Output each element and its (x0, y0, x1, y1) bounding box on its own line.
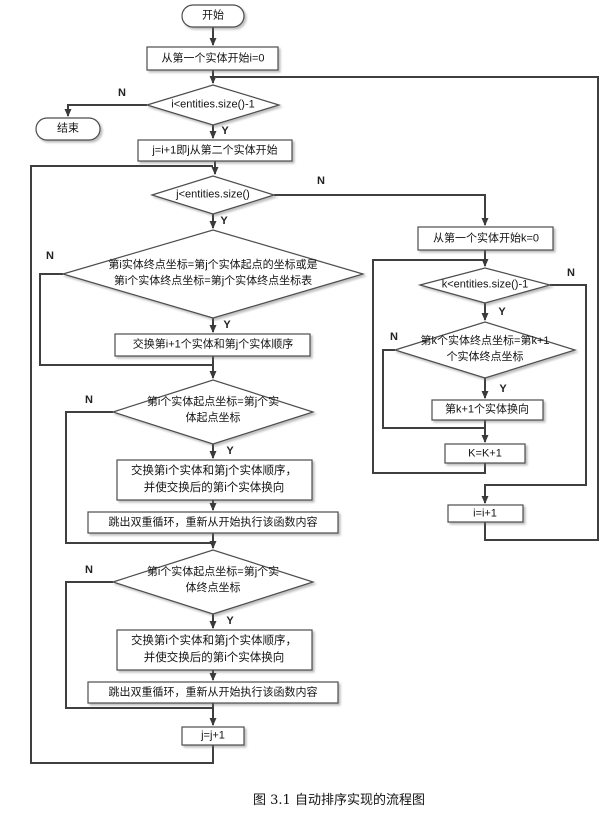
swap-reverse-a-node-shape (116, 459, 313, 501)
init-k-node-shape (417, 226, 554, 251)
cond-k-end-yes-label: Y (499, 383, 507, 395)
init-i-node-label: 从第一个实体开始i=0 (161, 52, 265, 65)
cond-start-end-node-label: 第i个实体起点坐标=第j个实 体终点坐标 (146, 566, 280, 594)
cond-j-node-label: j<entities.size() (176, 188, 250, 201)
cond-i-node-label: i<entities.size()-1 (171, 98, 255, 111)
inc-i-node-label: i=i+1 (473, 507, 497, 520)
end-node-label: 结束 (57, 122, 79, 135)
init-k-node-label: 从第一个实体开始k=0 (432, 232, 540, 245)
inc-j-node-label: j=j+1 (201, 729, 225, 742)
init-i-node-shape (146, 46, 279, 71)
edge-cond-i-no-to-end (64, 104, 147, 117)
cond-j-no-label: N (317, 175, 325, 187)
edge-cond-start-end-no-bypass (65, 581, 212, 709)
cond-connect-node-shape (60, 229, 366, 319)
figure-caption: 图 3.1 自动排序实现的流程图 (253, 793, 425, 808)
inc-k-node-shape (444, 443, 526, 464)
reverse-k-node-shape (431, 399, 544, 421)
cond-i-no-label: N (118, 87, 126, 99)
cond-connect-yes-label: Y (223, 319, 231, 331)
init-j-node-shape (137, 139, 293, 162)
cond-start-end-yes-label: Y (226, 615, 234, 627)
cond-start-start-node-shape (111, 379, 315, 445)
cond-j-node-shape (149, 175, 277, 215)
cond-connect-no-label: N (46, 250, 54, 262)
cond-k-yes-label: Y (498, 306, 506, 318)
edge-inc-i-loop-to-cond-i (216, 76, 599, 541)
cond-start-start-no-label: N (85, 394, 93, 406)
cond-k-end-no-label: N (390, 331, 398, 343)
swap-reverse-b-node-label: 交换第i个实体和第j个实体顺序， 并使交换后的第i个实体换向 (130, 635, 298, 664)
swap-next-node-label: 交换第i+1个实体和第j个实体顺序 (132, 338, 294, 351)
connectors (30, 27, 599, 764)
edge-cond-k-no-to-inc-i (481, 284, 587, 504)
inc-j-node-shape (181, 726, 245, 746)
cond-k-no-label: N (567, 267, 575, 279)
cond-start-start-node-label: 第i个实体起点坐标=第j个实 体起点坐标 (146, 396, 280, 424)
reverse-k-node-label: 第k+1个实体换向 (444, 403, 530, 416)
inc-k-node-label: K=K+1 (468, 447, 502, 460)
cond-k-node-shape (417, 267, 553, 304)
end-node-shape (35, 117, 101, 141)
inc-i-node-shape (447, 504, 524, 523)
cond-i-node-shape (144, 84, 282, 126)
init-j-node-label: j=i+1即j从第二个实体开始 (152, 144, 278, 157)
swap-reverse-a-node-label: 交换第i个实体和第j个实体顺序， 并使交换后的第i个实体换向 (130, 465, 298, 494)
cond-k-node-label: k<entities.size()-1 (441, 278, 529, 291)
cond-i-yes-label: Y (221, 125, 229, 137)
edge-inc-j-loop-to-cond-j (30, 165, 214, 764)
swap-reverse-b-node-shape (116, 629, 313, 671)
start-node-label: 开始 (202, 9, 224, 22)
edge-cond-k-end-no-bypass (382, 349, 484, 429)
edge-cond-connect-no-bypass (39, 273, 212, 366)
node-shapes (35, 4, 578, 746)
cond-start-start-yes-label: Y (226, 445, 234, 457)
cond-j-yes-label: Y (220, 215, 228, 227)
edge-cond-start-start-no-bypass (65, 411, 212, 544)
edge-cond-j-no-to-init-k (274, 194, 489, 226)
swap-next-node-shape (114, 333, 311, 357)
cond-start-end-no-label: N (85, 564, 93, 576)
cond-k-end-node-shape (392, 321, 578, 379)
break-restart-b-node-label: 跳出双重循环，重新从开始执行该函数内容 (108, 686, 318, 699)
break-restart-b-node-shape (87, 681, 339, 704)
edge-inc-k-loop-to-cond-k (372, 259, 486, 474)
cond-start-end-node-shape (111, 549, 315, 615)
cond-connect-node-label: 第i实体终点坐标=第j个实体起点的坐标或是 第i个实体终点坐标=第j个实体终点坐… (108, 259, 318, 287)
start-node-shape (181, 4, 245, 28)
break-restart-a-node-shape (87, 511, 339, 534)
cond-k-end-node-label: 第k个实体终点坐标=第k+1 个实体终点坐标 (420, 335, 550, 363)
break-restart-a-node-label: 跳出双重循环，重新从开始执行该函数内容 (108, 516, 318, 529)
